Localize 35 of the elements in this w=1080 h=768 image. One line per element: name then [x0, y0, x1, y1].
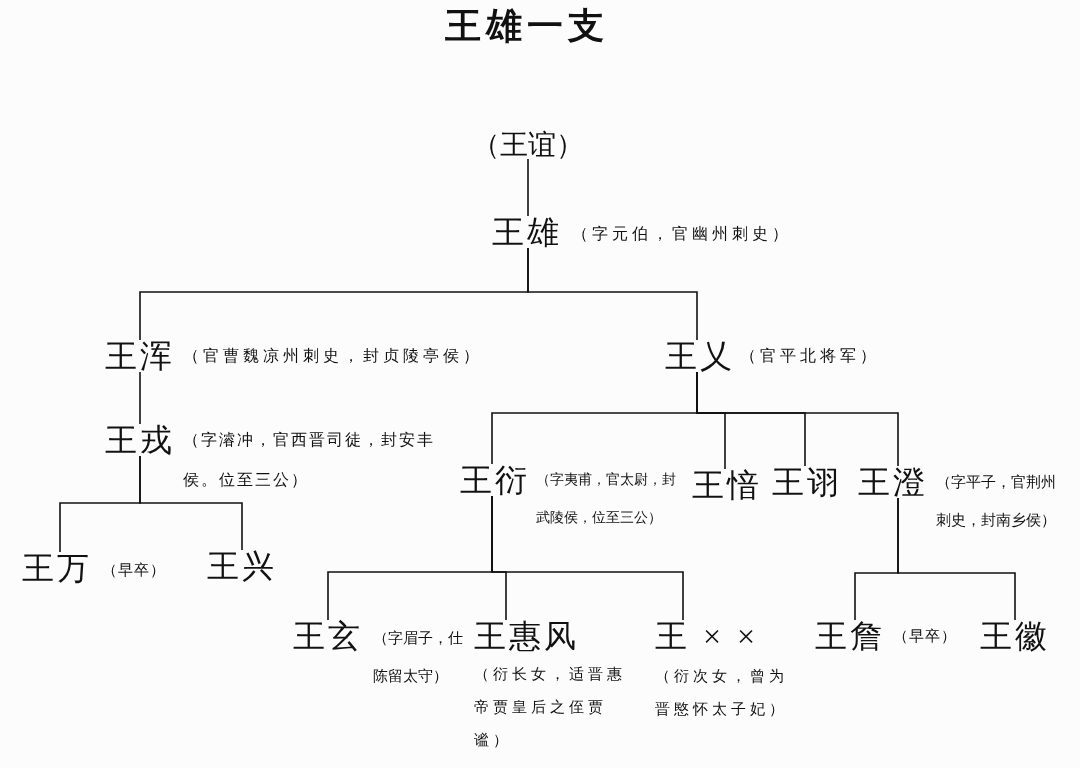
person-name: 王兴 — [207, 550, 277, 582]
person-name: 王愔 — [692, 469, 762, 501]
person-note: （字夷甫，官太尉，封武陵侯，位至三公） — [536, 471, 677, 527]
person-name: 王徽 — [980, 620, 1050, 652]
person-name: （王谊） — [472, 131, 584, 159]
person-name: 王乂 — [665, 340, 735, 372]
person-note: （官平北将军） — [740, 346, 880, 366]
person-name: 王惠风 — [474, 620, 579, 652]
person-note: （早卒） — [102, 561, 166, 580]
person-name: 王诩 — [772, 466, 842, 498]
person-name: 王衍 — [460, 464, 530, 496]
person-note: （衍次女，曾为晋愍怀太子妃） — [655, 667, 789, 719]
person-note: （衍长女，适晋惠帝贾皇后之侄贾谧） — [474, 665, 627, 750]
person-name: 王玄 — [293, 620, 363, 652]
person-name: 王戎 — [105, 424, 175, 456]
person-note: （字濬冲，官西晋司徒，封安丰侯。位至三公） — [183, 430, 436, 490]
person-name: 王澄 — [858, 466, 928, 498]
person-note: （早卒） — [893, 627, 957, 646]
tree-connector — [527, 247, 698, 341]
person-note: （字元伯，官幽州刺史） — [572, 224, 792, 244]
tree-connector — [897, 497, 1016, 621]
tree-connector — [139, 371, 141, 425]
diagram-title: 王雄一支 — [445, 6, 609, 46]
person-name: 王万 — [22, 552, 92, 584]
tree-connector — [696, 371, 899, 467]
person-name: 王詹 — [815, 620, 885, 652]
tree-connector — [139, 455, 243, 551]
tree-connector — [527, 158, 529, 217]
person-name: 王浑 — [105, 340, 175, 372]
tree-connector — [491, 495, 684, 621]
person-name: 王雄 — [492, 216, 562, 248]
person-note: （字眉子，仕陈留太守） — [373, 629, 464, 686]
person-name: 王×× — [655, 620, 772, 652]
person-note: （官曹魏凉州刺史，封贞陵亭侯） — [183, 346, 483, 366]
person-note: （字平子，官荆州刺史，封南乡侯） — [936, 473, 1057, 530]
